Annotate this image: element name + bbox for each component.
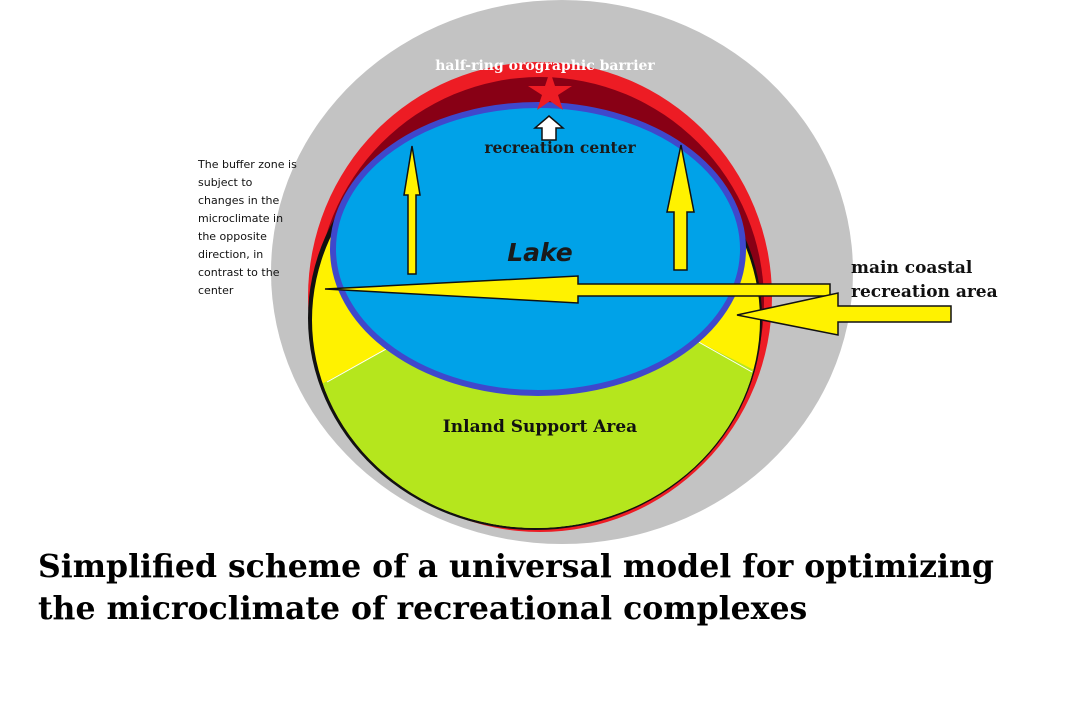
inland-support-area xyxy=(312,340,760,528)
inland-support-label: Inland Support Area xyxy=(442,417,638,437)
inland-boundary-left xyxy=(326,347,389,383)
right-vertical-arrow xyxy=(666,144,695,271)
coastal-area-label: main coastal recreation area xyxy=(851,258,998,302)
buffer-zone-note: The buffer zone is subject to changes in… xyxy=(198,158,297,297)
lake xyxy=(330,102,746,396)
recreation-center-label: recreation center xyxy=(484,138,636,157)
diagram-caption: Simplified scheme of a universal model f… xyxy=(38,548,994,627)
lake-label: Lake xyxy=(507,238,573,267)
up-arrow-icon xyxy=(532,115,566,141)
long-horizontal-arrow xyxy=(324,275,831,304)
coastal-arrow xyxy=(736,292,952,336)
barrier-label: half-ring orographic barrier xyxy=(435,58,655,74)
left-vertical-arrow xyxy=(403,145,421,275)
inland-boundary-right xyxy=(694,339,753,373)
star-icon xyxy=(528,71,572,110)
